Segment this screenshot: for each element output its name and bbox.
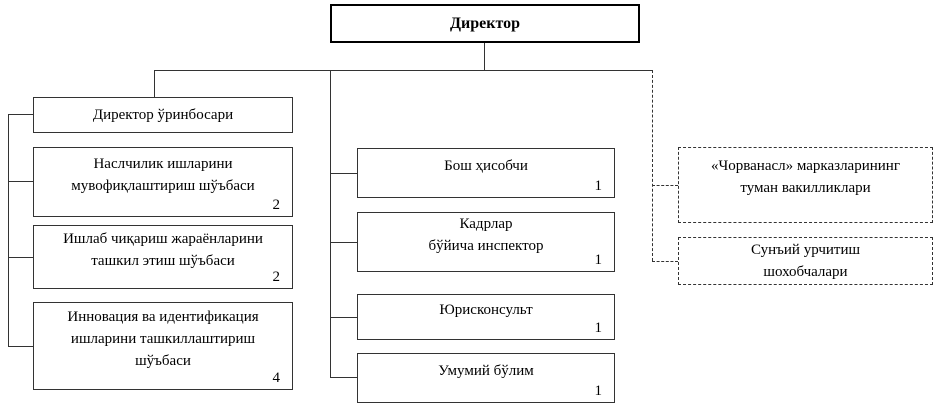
connector-middle-stub-2 — [330, 242, 357, 243]
connector-right-stub-1-dashed — [652, 185, 678, 186]
box-chorvanasl-district-representatives: «Чорванасл» марказларининг туман вакилли… — [678, 147, 933, 223]
connector-left-stub-4 — [8, 346, 33, 347]
connector-right-trunk-dashed — [652, 70, 653, 261]
legal-counsel-label: Юрисконсульт — [439, 302, 533, 318]
connector-right-stub-2-dashed — [652, 261, 678, 262]
connector-middle-stub-3 — [330, 317, 357, 318]
staff-count: 1 — [594, 383, 603, 399]
connector-director-drop — [484, 43, 485, 70]
staff-count: 1 — [594, 252, 603, 268]
connector-top-horizontal — [154, 70, 653, 71]
unit-breeding-label: Наслчилик ишларини мувофиқлаштириш шўъба… — [71, 156, 255, 194]
connector-middle-stub-4 — [330, 377, 357, 378]
chief-accountant-label: Бош ҳисобчи — [444, 158, 528, 174]
box-hr-inspector: Кадрлар бўйича инспектор 1 — [357, 212, 615, 272]
box-unit-innovation-identification: Инновация ва идентификация ишларини ташк… — [33, 302, 293, 390]
box-unit-production-processes: Ишлаб чиқариш жараёнларини ташкил этиш ш… — [33, 225, 293, 289]
staff-count: 1 — [594, 178, 603, 194]
box-artificial-insemination-branches: Сунъий урчитиш шохобчалари — [678, 237, 933, 285]
director-label: Директор — [450, 14, 520, 32]
connector-left-stub-1 — [8, 114, 33, 115]
hr-inspector-label: Кадрлар бўйича инспектор — [428, 216, 544, 254]
unit-production-label: Ишлаб чиқариш жараёнларини ташкил этиш ш… — [63, 231, 263, 269]
box-director: Директор — [330, 4, 640, 43]
staff-count: 2 — [272, 197, 281, 213]
connector-left-stub-3 — [8, 257, 33, 258]
staff-count: 2 — [272, 269, 281, 285]
artificial-insemination-branches-label: Сунъий урчитиш шохобчалари — [750, 242, 861, 280]
deputy-director-label: Директор ўринбосари — [92, 107, 234, 123]
box-unit-breeding-coordination: Наслчилик ишларини мувофиқлаштириш шўъба… — [33, 147, 293, 217]
staff-count: 4 — [272, 370, 281, 386]
connector-middle-stub-1 — [330, 173, 357, 174]
chorvanasl-representatives-label: «Чорванасл» марказларининг туман вакилли… — [711, 158, 900, 196]
connector-deputy-drop — [154, 70, 155, 97]
box-deputy-director: Директор ўринбосари — [33, 97, 293, 133]
unit-innovation-label: Инновация ва идентификация ишларини ташк… — [67, 309, 259, 369]
box-general-department: Умумий бўлим 1 — [357, 353, 615, 403]
box-chief-accountant: Бош ҳисобчи 1 — [357, 148, 615, 198]
connector-left-trunk — [8, 114, 9, 346]
connector-middle-trunk — [330, 70, 331, 378]
general-department-label: Умумий бўлим — [438, 363, 534, 379]
connector-left-stub-2 — [8, 181, 33, 182]
staff-count: 1 — [594, 320, 603, 336]
box-legal-counsel: Юрисконсульт 1 — [357, 294, 615, 340]
